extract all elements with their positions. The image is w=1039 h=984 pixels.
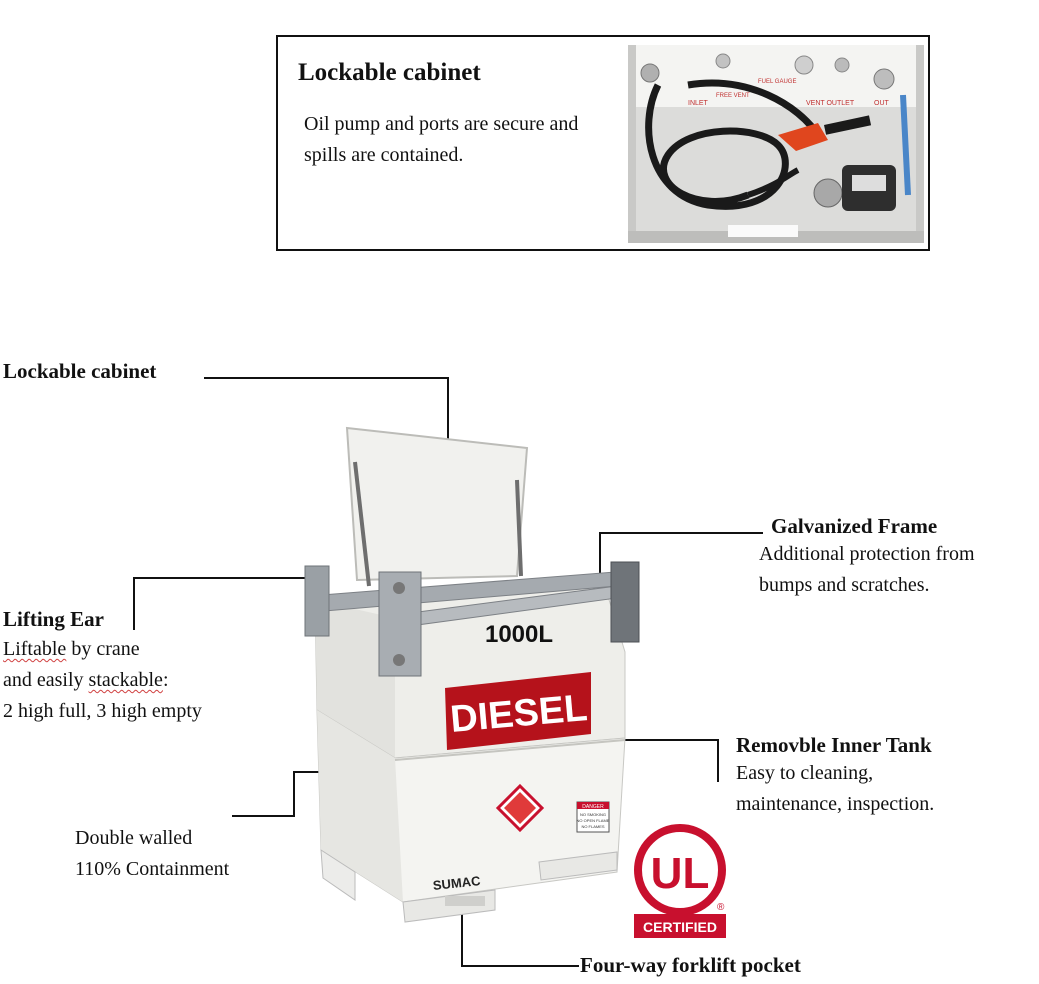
callout-galvanized-frame: Galvanized Frame Additional protection f… [759,514,975,601]
danger-sign-line-2: NO OPEN FLAME [577,818,610,823]
danger-sign-line-3: NO FLAMES [581,824,604,829]
feature-box-description: Oil pump and ports are secure and spills… [304,113,579,166]
line-1-rest: by crane [66,638,140,660]
feature-box-title: Lockable cabinet [298,59,481,86]
photo-label-free-vent: FREE VENT [716,93,750,99]
photo-label-fuel-gauge: FUEL GAUGE [758,79,796,85]
cabinet-interior-photo: INLET FREE VENT FUEL GAUGE VENT OUTLET O… [628,45,924,243]
danger-sign-line-1: NO SMOKING [580,812,606,817]
callout-inner-tank: Removble Inner Tank Easy to cleaning, ma… [736,733,934,820]
fuel-tank-image: 1000L DIESEL DANGER NO SMOKING NO OPEN F… [304,426,640,923]
callout-lockable-cabinet-title: Lockable cabinet [3,359,157,383]
callout-galvanized-frame-line-2: bumps and scratches. [759,574,930,596]
feature-box-lockable-cabinet: Lockable cabinet Oil pump and ports are … [276,35,930,251]
callout-double-walled-line-1: Double walled [75,827,193,849]
tank-lid [345,426,529,582]
liftable-word: Liftable [3,638,67,660]
callout-inner-tank-line-2: maintenance, inspection. [736,793,935,815]
photo-label-out: OUT [874,100,890,107]
callout-forklift-title: Four-way forklift pocket [580,953,801,977]
forklift-pocket-left [320,849,356,901]
line-2-pre: and easily [3,669,89,691]
callout-lifting-ear-line-2: and easily stackable: [3,665,202,696]
callout-galvanized-frame-line-1: Additional protection from [759,543,975,565]
photo-label-inlet: INLET [688,100,709,107]
callout-lifting-ear-title: Lifting Ear [3,607,104,631]
callout-galvanized-frame-title: Galvanized Frame [771,514,938,538]
ul-registered-mark: ® [717,902,725,913]
callout-lifting-ear: Lifting Ear Liftable by crane and easily… [3,607,202,727]
lifting-ear-left [304,565,330,637]
ul-certified-text: CERTIFIED [643,919,717,935]
diesel-label [445,672,591,750]
leader-line-double-walled [232,771,320,817]
forklift-pocket-right [538,851,618,881]
lid-strut-right [515,479,523,577]
line-2-post: : [162,669,169,691]
ul-letters: UL [651,849,710,898]
callout-lifting-ear-line-1: Liftable by crane [3,634,202,665]
tank-brand: SUMAC [432,873,482,893]
leader-line-lifting-ear [133,577,312,630]
ul-certified-logo: UL CERTIFIED ® [634,824,726,938]
tank-capacity: 1000L [485,621,553,648]
photo-label-vent-outlet: VENT OUTLET [806,100,855,107]
danger-sign-title: DANGER [582,804,604,810]
lid-strut-left [353,461,371,587]
callout-double-walled: Double walled 110% Containment [75,823,229,885]
callout-lifting-ear-line-3: 2 high full, 3 high empty [3,700,202,722]
stackable-word: stackable [88,669,163,691]
callout-double-walled-line-2: 110% Containment [75,858,230,880]
callout-inner-tank-line-1: Easy to cleaning, [736,762,874,784]
callout-inner-tank-title: Removble Inner Tank [736,733,932,757]
lifting-ear-right [610,561,640,643]
